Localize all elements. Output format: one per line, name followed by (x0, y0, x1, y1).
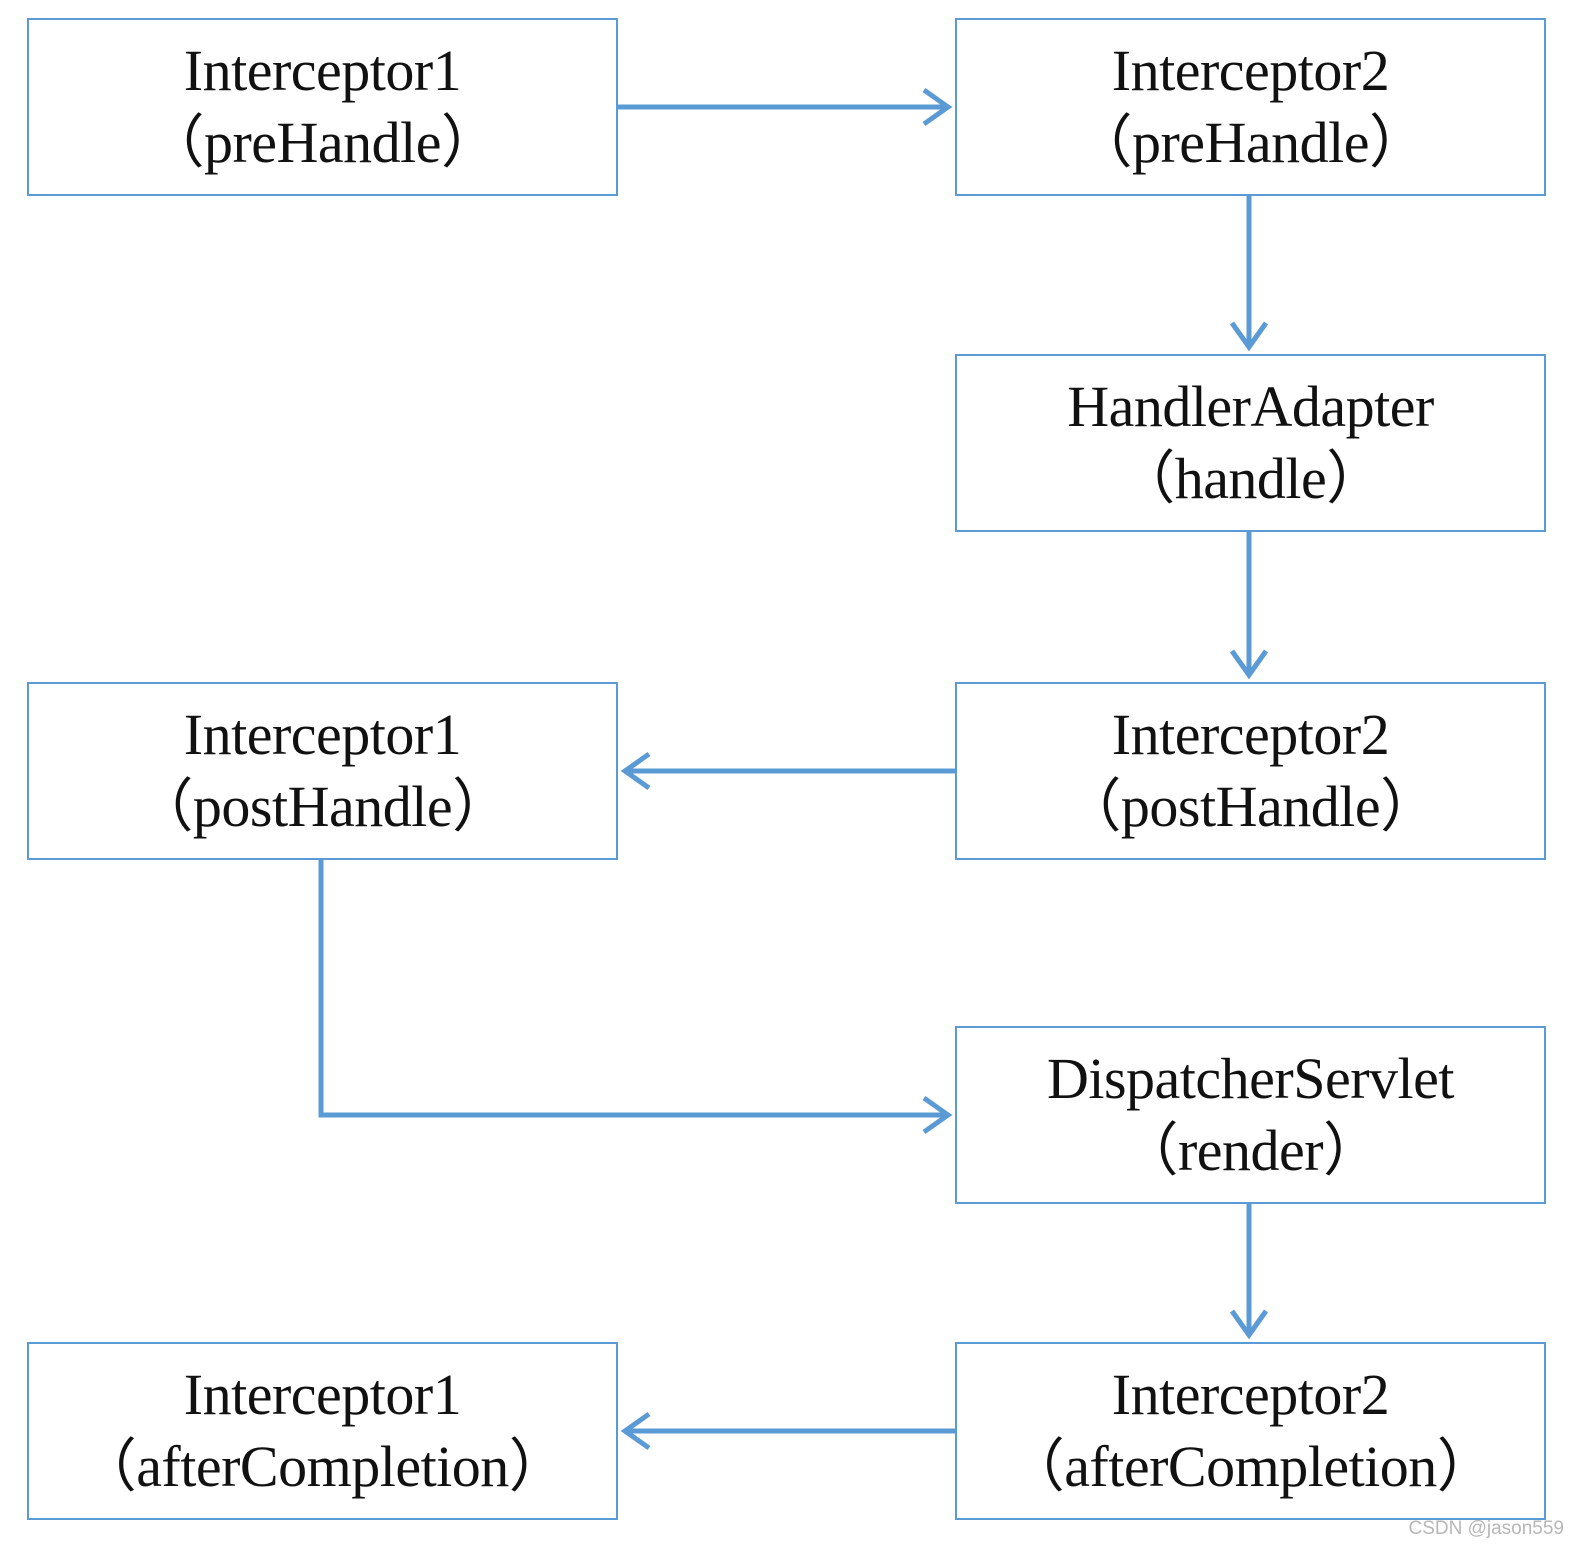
arrowhead-icon (922, 1095, 953, 1135)
arrowhead-icon (620, 1411, 651, 1451)
node-title: Interceptor1 (183, 702, 462, 767)
node-method: （postHandle） (135, 774, 510, 839)
node-interceptor1-aftercompletion: Interceptor1 （afterCompletion） (27, 1342, 618, 1520)
node-method: （afterCompletion） (1006, 1434, 1495, 1499)
node-handleradapter-handle: HandlerAdapter （handle） (955, 354, 1546, 532)
node-method: （render） (1120, 1118, 1381, 1183)
node-interceptor1-prehandle: Interceptor1 （preHandle） (27, 18, 618, 196)
arrowhead-icon (1229, 321, 1269, 352)
arrow-i1pre-to-i2pre (618, 87, 953, 127)
watermark: CSDN @jason559 (1408, 1518, 1564, 1539)
node-interceptor1-posthandle: Interceptor1 （postHandle） (27, 682, 618, 860)
node-title: Interceptor2 (1111, 1362, 1390, 1427)
arrow-i2post-to-i1post (620, 751, 955, 791)
node-title: Interceptor2 (1111, 702, 1390, 767)
arrowhead-icon (1229, 649, 1269, 680)
node-title: HandlerAdapter (1067, 374, 1434, 439)
node-method: （preHandle） (146, 110, 499, 175)
node-title: Interceptor1 (183, 1362, 462, 1427)
node-title: DispatcherServlet (1046, 1046, 1455, 1111)
arrowhead-icon (922, 87, 953, 127)
arrowhead-icon (1229, 1309, 1269, 1340)
arrowhead-icon (620, 751, 651, 791)
node-method: （handle） (1117, 446, 1384, 511)
node-method: （postHandle） (1063, 774, 1438, 839)
node-title: Interceptor2 (1111, 38, 1390, 103)
node-title: Interceptor1 (183, 38, 462, 103)
node-method: （afterCompletion） (78, 1434, 567, 1499)
node-interceptor2-posthandle: Interceptor2 （postHandle） (955, 682, 1546, 860)
connector-line (318, 860, 948, 1118)
arrow-adapter-to-i2post (1229, 532, 1269, 680)
node-method: （preHandle） (1074, 110, 1427, 175)
arrow-dispatch-to-i2after (1229, 1204, 1269, 1340)
node-dispatcherservlet-render: DispatcherServlet （render） (955, 1026, 1546, 1204)
arrow-i2pre-to-adapter (1229, 196, 1269, 352)
node-interceptor2-prehandle: Interceptor2 （preHandle） (955, 18, 1546, 196)
node-interceptor2-aftercompletion: Interceptor2 （afterCompletion） (955, 1342, 1546, 1520)
arrow-i2after-to-i1after (620, 1411, 955, 1451)
arrow-i1post-to-dispatch (318, 860, 953, 1135)
